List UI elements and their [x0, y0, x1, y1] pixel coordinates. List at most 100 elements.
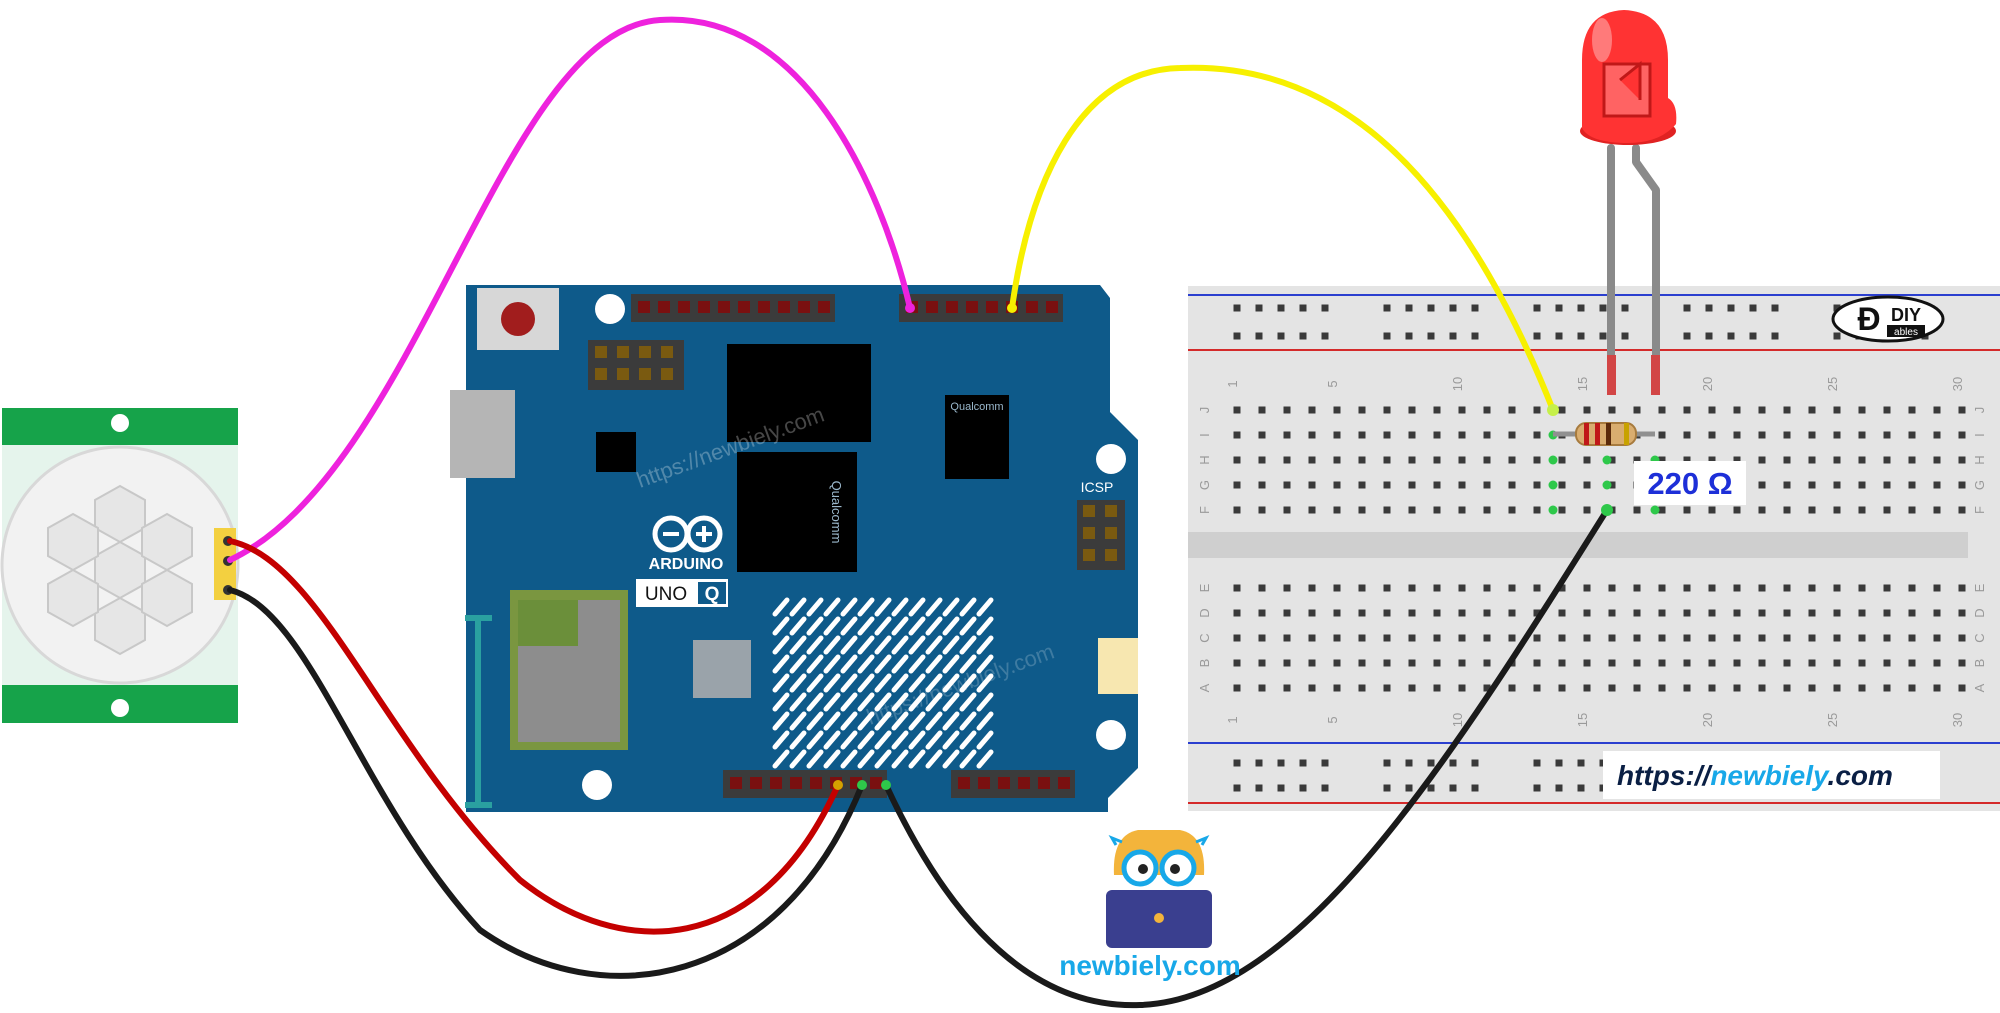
breadboard-hole[interactable]	[1458, 506, 1466, 514]
rail-hole[interactable]	[1577, 784, 1585, 792]
left-block-pin[interactable]	[661, 346, 673, 358]
rail-hole[interactable]	[1727, 332, 1735, 340]
breadboard-hole[interactable]	[1558, 506, 1566, 514]
breadboard-hole[interactable]	[1383, 456, 1391, 464]
breadboard-hole[interactable]	[1333, 634, 1341, 642]
breadboard-hole[interactable]	[1358, 634, 1366, 642]
breadboard-hole[interactable]	[1883, 634, 1891, 642]
breadboard-hole[interactable]	[1683, 506, 1691, 514]
breadboard-hole[interactable]	[1908, 609, 1916, 617]
breadboard-hole[interactable]	[1508, 634, 1516, 642]
rail-hole[interactable]	[1555, 304, 1563, 312]
breadboard-hole[interactable]	[1933, 634, 1941, 642]
breadboard-hole[interactable]	[1958, 456, 1966, 464]
breadboard-hole[interactable]	[1408, 584, 1416, 592]
breadboard-hole[interactable]	[1758, 431, 1766, 439]
breadboard-hole[interactable]	[1583, 406, 1591, 414]
breadboard-hole[interactable]	[1533, 609, 1541, 617]
rail-hole[interactable]	[1833, 332, 1841, 340]
rail-hole[interactable]	[1471, 332, 1479, 340]
rail-hole[interactable]	[1255, 332, 1263, 340]
rail-hole[interactable]	[1405, 332, 1413, 340]
breadboard-hole[interactable]	[1633, 634, 1641, 642]
breadboard-hole[interactable]	[1883, 506, 1891, 514]
breadboard-hole[interactable]	[1233, 609, 1241, 617]
breadboard-hole[interactable]	[1683, 584, 1691, 592]
rail-hole[interactable]	[1705, 332, 1713, 340]
left-block-pin[interactable]	[639, 368, 651, 380]
rail-hole[interactable]	[1683, 332, 1691, 340]
breadboard-hole[interactable]	[1933, 456, 1941, 464]
breadboard-hole[interactable]	[1658, 456, 1666, 464]
breadboard-hole[interactable]	[1608, 634, 1616, 642]
breadboard-hole[interactable]	[1508, 481, 1516, 489]
breadboard-hole[interactable]	[1383, 684, 1391, 692]
breadboard-hole[interactable]	[1783, 584, 1791, 592]
breadboard-hole[interactable]	[1608, 684, 1616, 692]
breadboard-hole[interactable]	[1433, 659, 1441, 667]
top-header-a-pin[interactable]	[798, 301, 810, 313]
rail-hole[interactable]	[1405, 784, 1413, 792]
rail-hole[interactable]	[1749, 332, 1757, 340]
breadboard-hole[interactable]	[1358, 659, 1366, 667]
breadboard-hole[interactable]	[1308, 481, 1316, 489]
breadboard-hole[interactable]	[1808, 634, 1816, 642]
breadboard-hole[interactable]	[1483, 431, 1491, 439]
breadboard-hole[interactable]	[1558, 584, 1566, 592]
bottom-header-b-pin[interactable]	[978, 777, 990, 789]
breadboard-hole[interactable]	[1908, 406, 1916, 414]
breadboard-hole[interactable]	[1733, 684, 1741, 692]
breadboard-hole[interactable]	[1908, 659, 1916, 667]
rail-hole[interactable]	[1383, 332, 1391, 340]
breadboard-hole[interactable]	[1583, 609, 1591, 617]
breadboard-hole[interactable]	[1308, 584, 1316, 592]
breadboard-hole[interactable]	[1908, 684, 1916, 692]
breadboard-hole[interactable]	[1683, 634, 1691, 642]
rail-hole[interactable]	[1555, 759, 1563, 767]
top-header-b-pin[interactable]	[966, 301, 978, 313]
breadboard-hole[interactable]	[1258, 684, 1266, 692]
breadboard-hole[interactable]	[1783, 406, 1791, 414]
breadboard-hole[interactable]	[1283, 406, 1291, 414]
breadboard-hole[interactable]	[1333, 406, 1341, 414]
breadboard-hole[interactable]	[1233, 659, 1241, 667]
rail-hole[interactable]	[1599, 332, 1607, 340]
breadboard-hole[interactable]	[1758, 634, 1766, 642]
breadboard-hole[interactable]	[1433, 609, 1441, 617]
breadboard-hole[interactable]	[1908, 506, 1916, 514]
breadboard-url[interactable]: https://newbiely.com	[1617, 760, 1893, 791]
rail-hole[interactable]	[1277, 304, 1285, 312]
breadboard-hole[interactable]	[1233, 684, 1241, 692]
breadboard-hole[interactable]	[1558, 481, 1566, 489]
breadboard-hole[interactable]	[1783, 609, 1791, 617]
breadboard-hole[interactable]	[1308, 406, 1316, 414]
breadboard-hole[interactable]	[1533, 481, 1541, 489]
breadboard-hole[interactable]	[1883, 456, 1891, 464]
rail-hole[interactable]	[1449, 784, 1457, 792]
breadboard-hole[interactable]	[1533, 634, 1541, 642]
breadboard-hole[interactable]	[1408, 684, 1416, 692]
breadboard-hole[interactable]	[1758, 659, 1766, 667]
breadboard-hole[interactable]	[1658, 584, 1666, 592]
breadboard-hole[interactable]	[1458, 481, 1466, 489]
breadboard-hole[interactable]	[1433, 634, 1441, 642]
rail-hole[interactable]	[1233, 759, 1241, 767]
rail-hole[interactable]	[1383, 759, 1391, 767]
breadboard-hole[interactable]	[1633, 506, 1641, 514]
breadboard-hole[interactable]	[1858, 506, 1866, 514]
top-header-a-pin[interactable]	[678, 301, 690, 313]
breadboard-hole[interactable]	[1258, 609, 1266, 617]
breadboard-hole[interactable]	[1783, 659, 1791, 667]
breadboard-hole[interactable]	[1683, 431, 1691, 439]
bottom-header-a-pin[interactable]	[770, 777, 782, 789]
breadboard-hole[interactable]	[1783, 431, 1791, 439]
breadboard-hole[interactable]	[1808, 584, 1816, 592]
rail-hole[interactable]	[1577, 759, 1585, 767]
breadboard-hole[interactable]	[1258, 406, 1266, 414]
breadboard-hole[interactable]	[1283, 609, 1291, 617]
rail-hole[interactable]	[1233, 304, 1241, 312]
breadboard-hole[interactable]	[1633, 584, 1641, 592]
breadboard-hole[interactable]	[1333, 481, 1341, 489]
breadboard-hole[interactable]	[1508, 431, 1516, 439]
breadboard-hole[interactable]	[1833, 506, 1841, 514]
